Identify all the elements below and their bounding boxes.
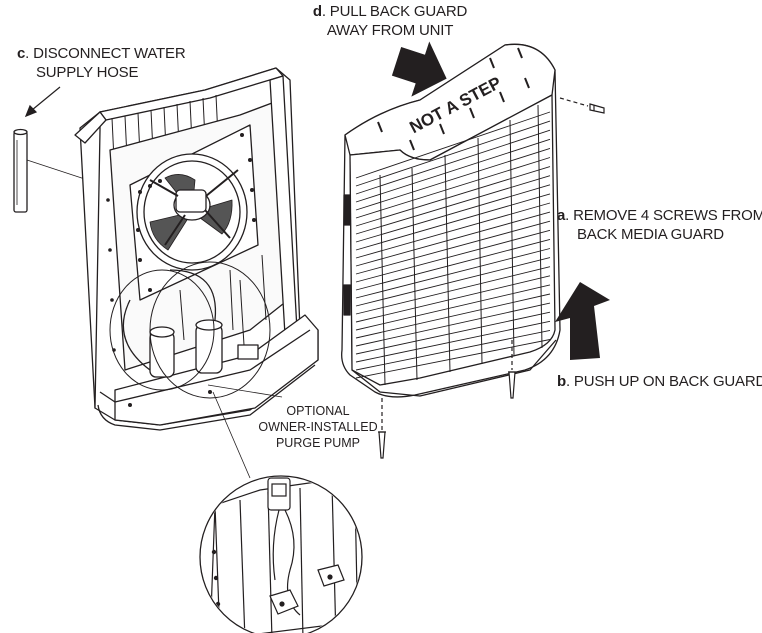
step-d-letter: d bbox=[312, 3, 322, 20]
step-c-line2: SUPPLY HOSE bbox=[36, 64, 139, 81]
louver-line bbox=[355, 229, 551, 283]
louver-line bbox=[355, 257, 551, 307]
louver-line bbox=[355, 175, 551, 235]
louver-line bbox=[355, 111, 551, 179]
step-d-label: d. PULL BACK GUARD AWAY FROM UNIT bbox=[300, 2, 480, 40]
back-media-guard bbox=[341, 43, 561, 398]
louver-line bbox=[355, 302, 551, 347]
louver-line bbox=[355, 220, 551, 275]
step-d-line2: AWAY FROM UNIT bbox=[326, 22, 454, 39]
purge-pump-line2: OWNER-INSTALLED bbox=[258, 420, 378, 434]
louver-line bbox=[355, 129, 551, 195]
louver-line bbox=[355, 275, 551, 323]
louver-line bbox=[355, 166, 551, 227]
screw-bottom-left bbox=[378, 398, 386, 459]
louver-line bbox=[355, 238, 551, 291]
water-hose bbox=[13, 128, 28, 213]
purge-pump-line3: PURGE PUMP bbox=[275, 436, 361, 450]
louver-line bbox=[355, 284, 551, 331]
louver-line bbox=[355, 320, 551, 363]
louver-line bbox=[355, 184, 551, 243]
louver-line bbox=[355, 147, 551, 211]
step-c-letter: c bbox=[17, 45, 26, 62]
cooler-unit-body bbox=[74, 67, 319, 431]
step-c-line1: . DISCONNECT WATER bbox=[25, 45, 186, 62]
louver-line bbox=[355, 193, 551, 251]
louver-line bbox=[355, 329, 551, 371]
purge-pump-detail bbox=[199, 475, 363, 633]
hose-arrow bbox=[24, 86, 61, 118]
purge-pump-line1: OPTIONAL bbox=[286, 404, 350, 418]
step-a-letter: a bbox=[557, 207, 566, 224]
step-c-label: c. DISCONNECT WATER SUPPLY HOSE bbox=[17, 44, 186, 82]
louver-line bbox=[355, 138, 551, 203]
louver-line bbox=[355, 120, 551, 187]
step-d-line1: . PULL BACK GUARD bbox=[321, 3, 468, 20]
louver-line bbox=[355, 311, 551, 355]
push-up-arrow bbox=[555, 282, 610, 360]
screw-top bbox=[559, 97, 605, 114]
step-b-label: b. PUSH UP ON BACK GUARD bbox=[557, 372, 762, 391]
louver-line bbox=[355, 293, 551, 339]
louver-line bbox=[355, 211, 551, 267]
louver-line bbox=[355, 157, 551, 219]
screw-bottom-right bbox=[508, 340, 516, 399]
purge-pump-label: OPTIONAL OWNER-INSTALLED PURGE PUMP bbox=[258, 403, 378, 451]
step-a-line2: BACK MEDIA GUARD bbox=[577, 226, 724, 243]
step-a-line1: . REMOVE 4 SCREWS FROM bbox=[565, 207, 762, 224]
pull-arrow bbox=[391, 41, 447, 97]
louver-line bbox=[355, 266, 551, 315]
louver-line bbox=[355, 339, 551, 379]
louver-line bbox=[355, 202, 551, 259]
step-b-letter: b bbox=[557, 373, 566, 390]
louver-line bbox=[355, 248, 551, 299]
step-b-line1: . PUSH UP ON BACK GUARD bbox=[565, 373, 762, 390]
step-a-label: a. REMOVE 4 SCREWS FROM BACK MEDIA GUARD bbox=[557, 206, 762, 244]
